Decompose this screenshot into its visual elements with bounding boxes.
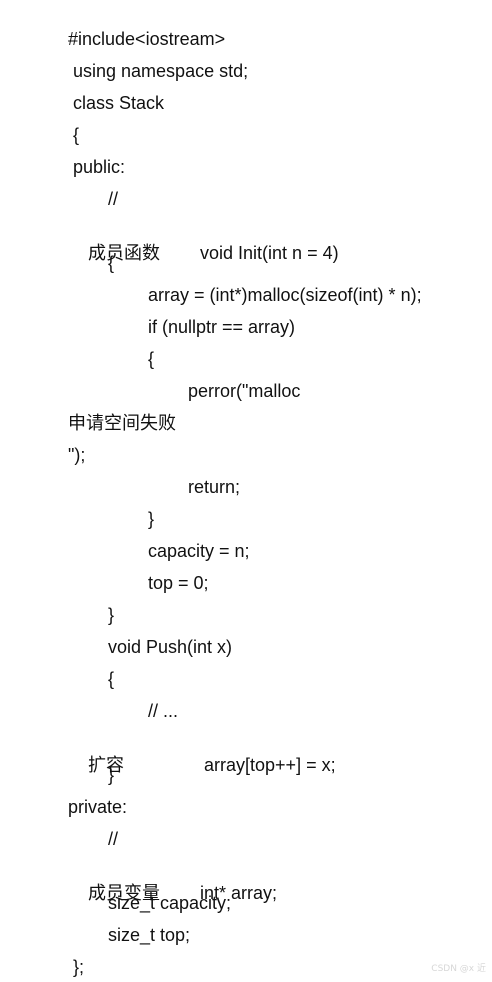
code-line-class-close: }; <box>68 957 85 977</box>
push-statement: array[top++] = x; <box>204 755 336 775</box>
code-line-perror: perror("malloc <box>188 381 301 401</box>
code-line-comment-2: // <box>108 829 119 849</box>
code-line-push-open: { <box>108 669 115 689</box>
code-line-open-brace: { <box>68 125 80 145</box>
member-vars-label: 成员变量 <box>88 883 161 903</box>
code-line-private: private: <box>68 797 128 817</box>
code-line-public: public: <box>68 157 126 177</box>
member-funcs-label: 成员函数 <box>88 243 161 263</box>
code-line-malloc: array = (int*)malloc(sizeof(int) * n); <box>148 285 422 305</box>
expand-label: 扩容 <box>88 755 125 775</box>
code-line-push-sig: void Push(int x) <box>108 637 233 657</box>
code-line-init-open: { <box>108 253 115 273</box>
code-line-array-decl: 成员变量 int* array; <box>68 860 277 926</box>
code-line-comment-1: // <box>108 189 119 209</box>
code-line-init-close: } <box>108 605 115 625</box>
code-line-if-close: } <box>148 509 155 529</box>
code-line-top-decl: size_t top; <box>108 925 191 945</box>
code-line-perror-end: "); <box>68 445 86 465</box>
code-line-class-decl: class Stack <box>68 93 165 113</box>
csdn-watermark: CSDN @x 近 <box>431 964 486 974</box>
code-line-include: #include<iostream> <box>68 29 226 49</box>
code-line-perror-cont: 申请空间失败 <box>68 413 176 433</box>
code-line-init-sig: 成员函数 void Init(int n = 4) <box>68 220 339 286</box>
code-line-push-stmt: 扩容 array[top++] = x; <box>68 732 336 798</box>
code-line-if: if (nullptr == array) <box>148 317 296 337</box>
array-declaration: int* array; <box>200 883 278 903</box>
code-line-if-open: { <box>148 349 155 369</box>
code-line-return: return; <box>188 477 241 497</box>
code-line-using: using namespace std; <box>68 61 249 81</box>
code-line-top-assign: top = 0; <box>148 573 209 593</box>
code-line-push-close: } <box>108 765 115 785</box>
init-signature: void Init(int n = 4) <box>200 243 339 263</box>
code-line-push-comment: // ... <box>148 701 179 721</box>
code-line-capacity-assign: capacity = n; <box>148 541 250 561</box>
code-line-capacity-decl: size_t capacity; <box>108 893 232 913</box>
